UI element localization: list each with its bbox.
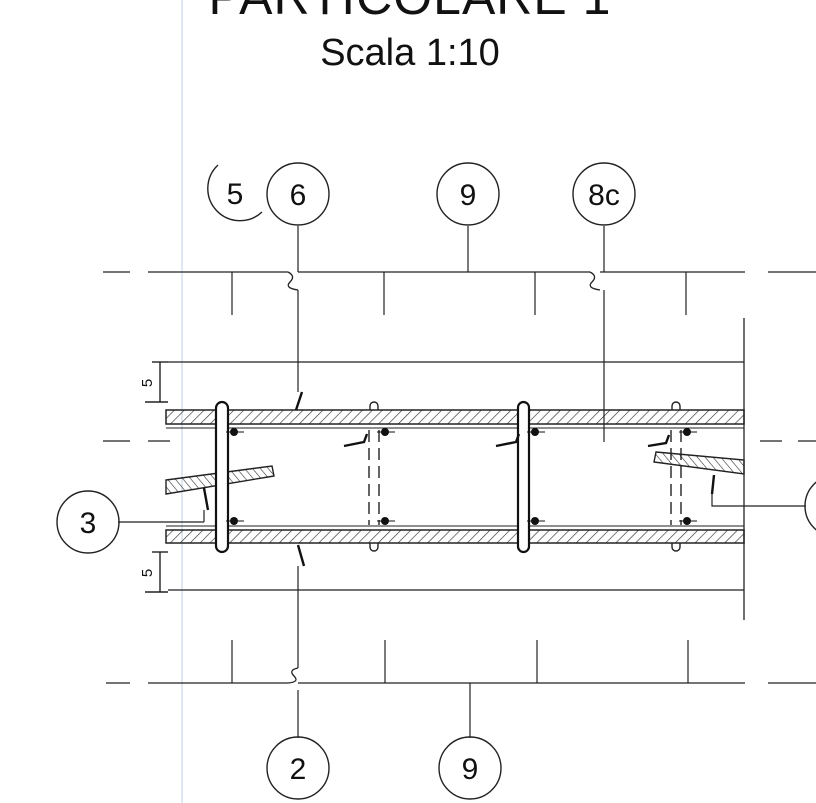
upper-reference-line [103, 271, 816, 291]
svg-text:2: 2 [290, 753, 307, 786]
drawing-scale: Scala 1:10 [320, 32, 500, 74]
callout-bubble-9-bottom: 9 [438, 736, 502, 800]
rebar-dots [226, 428, 697, 525]
svg-text:3: 3 [80, 507, 97, 540]
callout-bubble-8c: 8c [572, 162, 636, 226]
upper-slab [165, 409, 745, 425]
dashed-connector-2 [670, 401, 682, 552]
callout-bubble-right-partial [804, 481, 816, 531]
callout-bubble-6: 6 [266, 162, 330, 226]
bent-bar-marks [202, 391, 716, 567]
svg-text:8c: 8c [588, 179, 620, 212]
svg-text:5: 5 [227, 178, 244, 211]
dimension-lower-label: 5 [139, 569, 156, 577]
svg-text:6: 6 [290, 179, 307, 212]
callout-bubble-2: 2 [266, 736, 330, 800]
svg-text:9: 9 [462, 753, 479, 786]
callout-bubble-5: 5 [207, 164, 263, 222]
lower-reference-line [106, 667, 816, 684]
leader-lines [118, 226, 806, 738]
lower-slab [165, 529, 745, 544]
lower-tick-marks [231, 640, 689, 683]
dimension-upper [145, 361, 168, 403]
svg-text:9: 9 [460, 179, 477, 212]
connector-center [516, 400, 531, 554]
dimension-upper-label: 5 [139, 379, 156, 387]
connector-left [214, 400, 230, 554]
callout-bubble-9-top: 9 [436, 162, 500, 226]
right-inclined-member [653, 451, 745, 475]
drawing-title: PARTICOLARE 1 [160, 0, 660, 26]
callout-bubble-3: 3 [56, 490, 120, 554]
dashed-connector-1 [368, 401, 380, 552]
upper-tick-marks [231, 272, 687, 315]
dimension-lower [145, 551, 168, 593]
